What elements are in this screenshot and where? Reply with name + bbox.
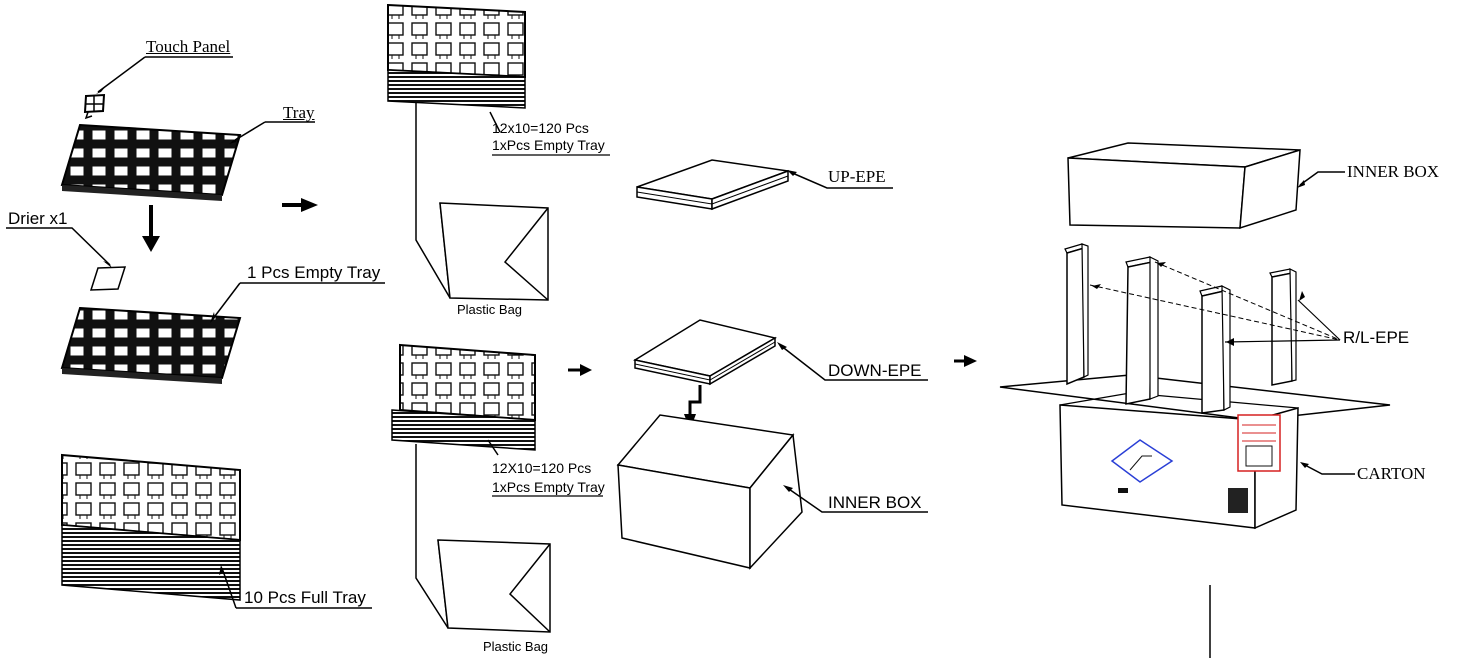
stack-top-leader: [489, 111, 610, 156]
down-epe-foam: [633, 319, 777, 386]
stack-top-empty-label: 1xPcs Empty Tray: [492, 137, 605, 153]
up-epe-leader: [787, 170, 893, 189]
inner-box-right-leader: [1297, 171, 1345, 188]
full-tray-leader: [219, 565, 372, 609]
empty-tray-label: 1 Pcs Empty Tray: [247, 263, 381, 282]
rl-epe-leaders: [1089, 261, 1341, 346]
rl-epe-panels: [1064, 243, 1297, 414]
touch-panel-leader: [96, 56, 233, 94]
plastic-bag-bottom-label: Plastic Bag: [483, 639, 549, 654]
drier-pack: [89, 266, 127, 291]
carton-label: CARTON: [1357, 464, 1426, 483]
tray-single-bottom: [60, 306, 242, 384]
down-epe-label: DOWN-EPE: [828, 361, 922, 380]
touch-panel-part: [83, 93, 106, 120]
stack-bottom-leader: [487, 439, 603, 497]
carton-box: [999, 374, 1391, 530]
stack-top-count-label: 12x10=120 Pcs: [492, 120, 589, 136]
stack-bottom-count-label: 12X10=120 Pcs: [492, 460, 592, 476]
inner-box-right-label: INNER BOX: [1347, 162, 1440, 181]
tray-stack-full: [61, 453, 241, 601]
tray-leader: [229, 121, 315, 144]
inner-box-open: [616, 414, 803, 570]
drier-label: Drier x1: [8, 209, 68, 228]
arrow-down: [142, 205, 160, 252]
tray-stack-bottom: [391, 343, 536, 451]
arrow-right-1: [282, 198, 318, 212]
up-epe-label: UP-EPE: [828, 167, 886, 186]
arrow-right-3: [954, 355, 977, 367]
carton-leader: [1300, 462, 1355, 475]
touch-panel-label: Touch Panel: [146, 37, 231, 56]
inner-box-closed: [1067, 142, 1301, 230]
drier-leader: [6, 227, 112, 268]
inner-box-leader: [783, 485, 928, 513]
rl-epe-label: R/L-EPE: [1343, 328, 1410, 347]
inner-box-mid-label: INNER BOX: [828, 493, 922, 512]
down-epe-leader: [777, 342, 928, 381]
arrow-right-2: [568, 364, 592, 376]
tray-single-top: [60, 123, 242, 201]
tray-label: Tray: [283, 103, 315, 122]
plastic-bag-top-label: Plastic Bag: [457, 302, 523, 317]
plastic-bag-top: [415, 102, 549, 301]
up-epe-foam: [636, 159, 789, 211]
empty-tray-leader: [210, 282, 385, 323]
stack-bottom-empty-label: 1xPcs Empty Tray: [492, 479, 605, 495]
tray-stack-top: [387, 3, 526, 109]
plastic-bag-bottom: [415, 444, 551, 633]
full-tray-label: 10 Pcs Full Tray: [244, 588, 366, 607]
